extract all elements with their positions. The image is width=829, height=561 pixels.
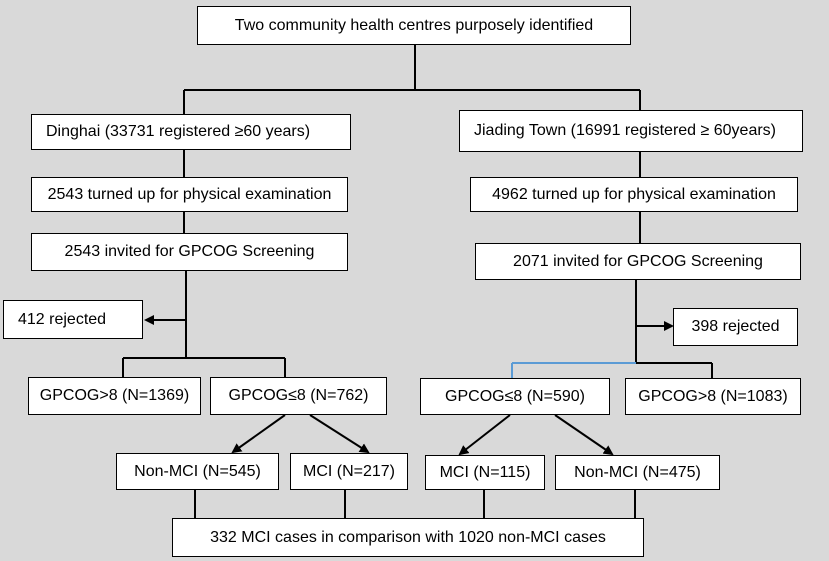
node-right-gpcog-low: GPCOG≤8 (N=590) [420, 378, 610, 415]
arrow-to-left-mci [309, 414, 370, 454]
arrow-to-left-nonmci [231, 414, 286, 454]
node-summary: 332 MCI cases in comparison with 1020 no… [172, 518, 644, 557]
arrow-to-right-mci [458, 414, 511, 456]
node-left-rejected: 412 rejected [3, 300, 143, 339]
node-left-mci: MCI (N=217) [290, 453, 408, 490]
node-left-exam: 2543 turned up for physical examination [31, 177, 348, 212]
arrow-to-right-nonmci [554, 414, 614, 456]
node-left-gpcog-high: GPCOG>8 (N=1369) [28, 377, 201, 415]
node-right-nonmci: Non-MCI (N=475) [555, 455, 720, 490]
node-left-invited: 2543 invited for GPCOG Screening [31, 233, 348, 271]
node-right-exam: 4962 turned up for physical examination [470, 177, 798, 212]
node-dinghai: Dinghai (33731 registered ≥60 years) [31, 114, 351, 150]
node-left-nonmci: Non-MCI (N=545) [116, 453, 279, 490]
node-right-gpcog-high: GPCOG>8 (N=1083) [625, 378, 801, 415]
node-left-gpcog-low: GPCOG≤8 (N=762) [210, 377, 387, 415]
node-root: Two community health centres purposely i… [197, 6, 631, 45]
node-jiading: Jiading Town (16991 registered ≥ 60years… [459, 110, 803, 152]
node-right-rejected: 398 rejected [673, 308, 798, 346]
node-right-mci: MCI (N=115) [425, 455, 545, 490]
node-right-invited: 2071 invited for GPCOG Screening [475, 243, 801, 280]
